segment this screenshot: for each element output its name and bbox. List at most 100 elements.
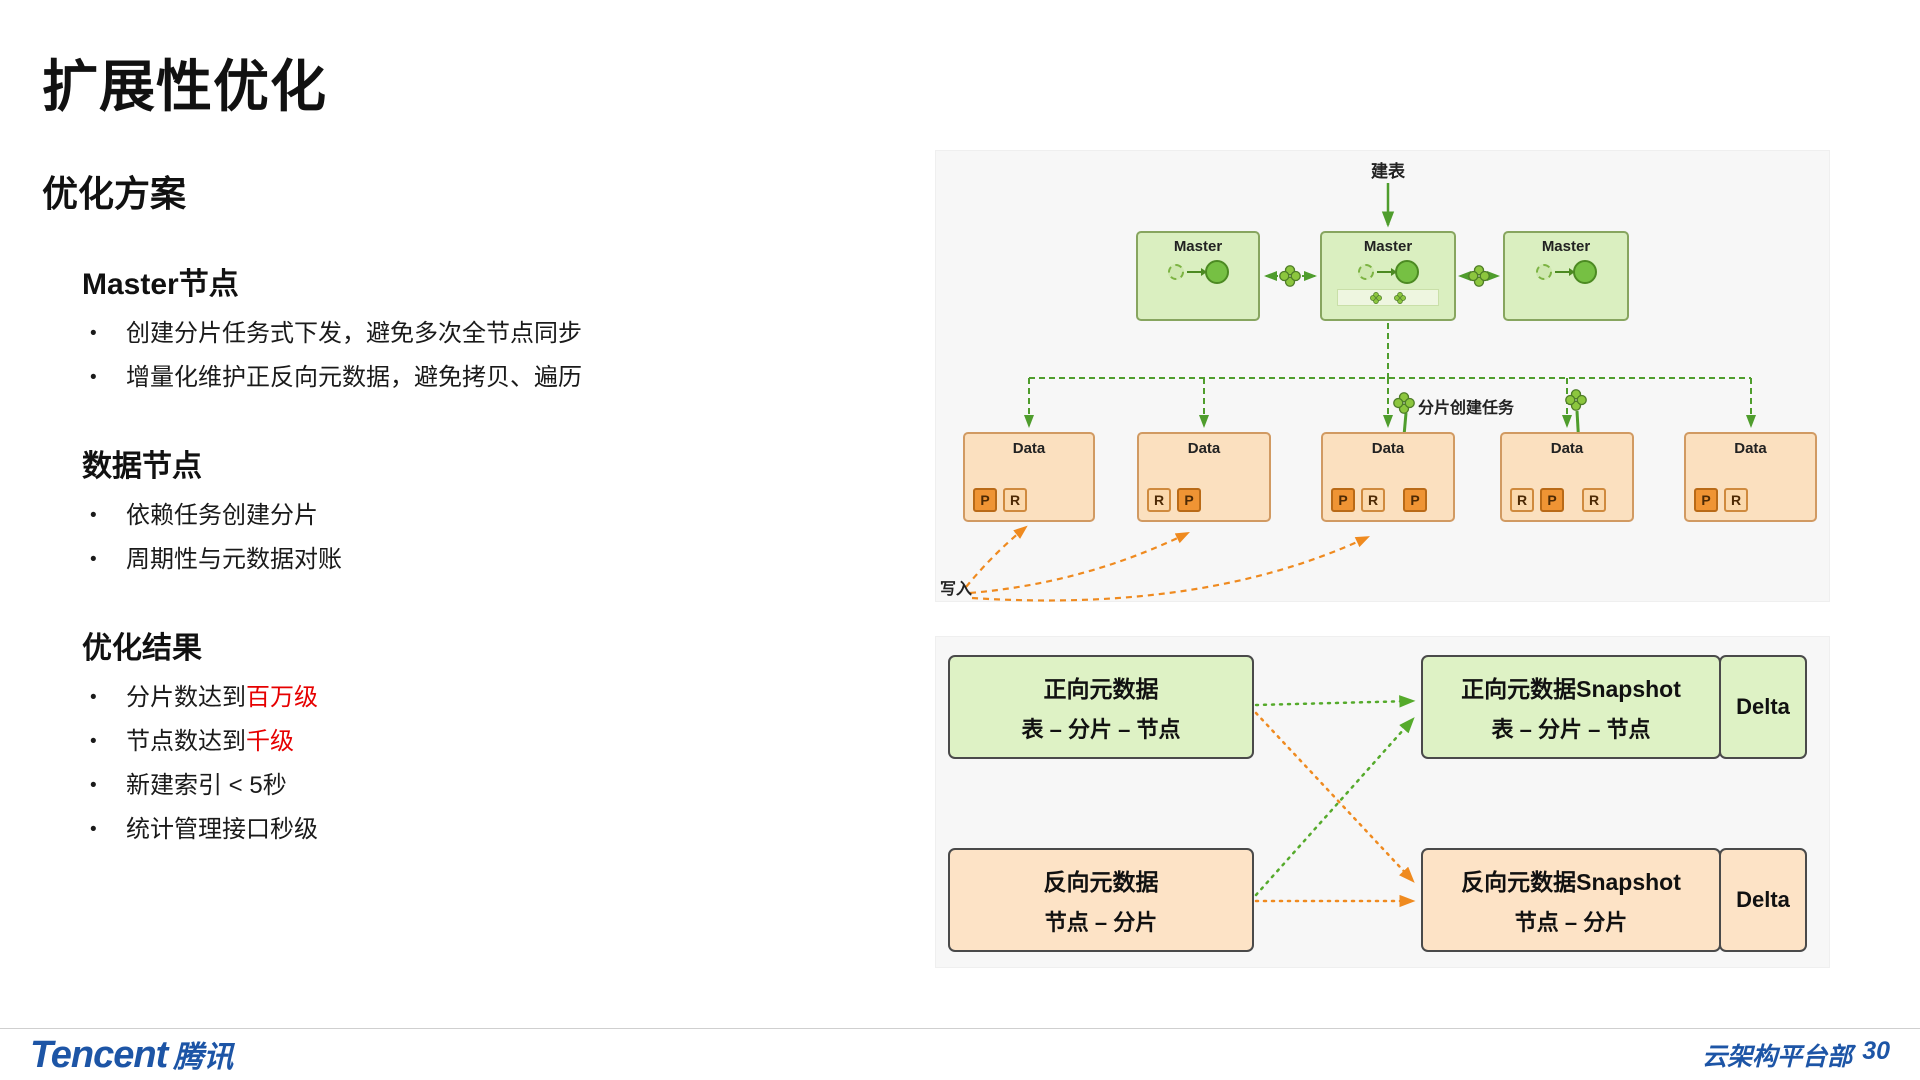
task-clover-icon bbox=[1370, 291, 1382, 304]
cluster-diagram-panel: 建表 分片创建任务 写入 Master Master bbox=[935, 150, 1830, 602]
data-node-5: Data P R bbox=[1684, 432, 1817, 522]
section-title: 优化方案 bbox=[42, 173, 187, 214]
reverse-metadata-box: 反向元数据 节点 – 分片 bbox=[948, 848, 1254, 952]
forward-snapshot-box: 正向元数据Snapshot 表 – 分片 – 节点 bbox=[1421, 655, 1721, 759]
data-label: Data bbox=[1371, 440, 1405, 457]
forward-delta-box: Delta bbox=[1719, 655, 1807, 759]
sync-clover-icon bbox=[1279, 265, 1301, 287]
data-node-2: Data R P bbox=[1137, 432, 1271, 522]
primary-shard: P bbox=[1540, 488, 1564, 512]
replica-shard: R bbox=[1361, 488, 1385, 512]
replica-state-row bbox=[1535, 260, 1597, 284]
data-node-1: Data P R bbox=[963, 432, 1095, 522]
group-heading: 优化结果 bbox=[82, 632, 202, 665]
box-title: 正向元数据 bbox=[1043, 676, 1159, 702]
footer: Tencent 腾讯 云架构平台部 30 bbox=[0, 1028, 1920, 1080]
create-table-label: 建表 bbox=[1371, 162, 1405, 181]
data-label: Data bbox=[1187, 440, 1221, 457]
bullet-text: 创建分片任务式下发，避免多次全节点同步 bbox=[126, 320, 582, 347]
highlight-text: 百万级 bbox=[246, 684, 318, 711]
data-label: Data bbox=[1012, 440, 1046, 457]
shard-row: P R bbox=[1694, 488, 1748, 512]
master-label: Master bbox=[1173, 238, 1223, 255]
bullet-text: 节点数达到千级 bbox=[126, 728, 294, 755]
task-clover-icon bbox=[1393, 392, 1415, 414]
box-title: 反向元数据 bbox=[1043, 869, 1159, 895]
forward-metadata-box: 正向元数据 表 – 分片 – 节点 bbox=[948, 655, 1254, 759]
bullet-marker: • bbox=[90, 687, 97, 708]
data-label: Data bbox=[1550, 440, 1584, 457]
task-clover-icon bbox=[1394, 291, 1406, 304]
sync-arrow-icon bbox=[1186, 268, 1207, 276]
department-page: 云架构平台部 30 bbox=[1702, 1037, 1890, 1073]
replica-shard: R bbox=[1582, 488, 1606, 512]
bullet-text: 周期性与元数据对账 bbox=[126, 546, 342, 573]
leader-circle-icon bbox=[1572, 260, 1597, 284]
primary-shard: P bbox=[1694, 488, 1718, 512]
metadata-diagram-panel: 正向元数据 表 – 分片 – 节点 正向元数据Snapshot 表 – 分片 –… bbox=[935, 636, 1830, 968]
replica-shard: R bbox=[1147, 488, 1171, 512]
bullet-text: 依赖任务创建分片 bbox=[126, 502, 318, 529]
left-column: 扩展性优化 优化方案 Master节点 • 创建分片任务式下发，避免多次全节点同… bbox=[42, 42, 902, 893]
bullet-marker: • bbox=[90, 731, 97, 752]
cluster-arrows-layer bbox=[965, 183, 1756, 602]
replica-state-row bbox=[1167, 260, 1229, 284]
shard-row: P R P bbox=[1331, 488, 1427, 512]
primary-shard: P bbox=[1331, 488, 1355, 512]
bullet-item: • 周期性与元数据对账 bbox=[90, 543, 902, 577]
bullet-text: 新建索引 < 5秒 bbox=[126, 772, 287, 799]
logo-text-cn: 腾讯 bbox=[173, 1041, 234, 1074]
master-label: Master bbox=[1363, 238, 1413, 255]
tencent-logo: Tencent 腾讯 bbox=[30, 1032, 233, 1077]
primary-shard: P bbox=[973, 488, 997, 512]
data-node-3: Data P R P bbox=[1321, 432, 1455, 522]
bullet-marker: • bbox=[90, 819, 97, 840]
group-master-node: Master节点 • 创建分片任务式下发，避免多次全节点同步 • 增量化维护正反… bbox=[82, 259, 902, 395]
bullet-text: 分片数达到百万级 bbox=[126, 684, 318, 711]
department-label: 云架构平台部 bbox=[1702, 1042, 1853, 1071]
master-label: Master bbox=[1541, 238, 1591, 255]
group-heading: 数据节点 bbox=[82, 450, 202, 483]
replica-state-row bbox=[1357, 260, 1419, 284]
group-data-node: 数据节点 • 依赖任务创建分片 • 周期性与元数据对账 bbox=[82, 441, 902, 577]
shard-row: R P bbox=[1147, 488, 1201, 512]
sync-clover-icon bbox=[1468, 265, 1490, 287]
task-clover-icon bbox=[1565, 389, 1587, 411]
bullet-item: • 依赖任务创建分片 bbox=[90, 499, 902, 533]
shard-row: R P R bbox=[1510, 488, 1606, 512]
shard-row: P R bbox=[973, 488, 1027, 512]
bullet-marker: • bbox=[90, 775, 97, 796]
bullet-text: 增量化维护正反向元数据，避免拷贝、遍历 bbox=[126, 364, 582, 391]
primary-shard: P bbox=[1177, 488, 1201, 512]
page-title: 扩展性优化 bbox=[42, 55, 327, 118]
page-number: 30 bbox=[1862, 1036, 1890, 1065]
logo-text-en: Tencent bbox=[30, 1034, 168, 1076]
group-results: 优化结果 • 分片数达到百万级 • 节点数达到千级 • 新建索引 < 5秒 • … bbox=[82, 623, 902, 847]
box-title: 正向元数据Snapshot bbox=[1461, 676, 1681, 702]
leader-circle-icon bbox=[1204, 260, 1229, 284]
master-node-2: Master bbox=[1320, 231, 1456, 321]
replica-shard: R bbox=[1003, 488, 1027, 512]
bullet-marker: • bbox=[90, 505, 97, 526]
sync-arrow-icon bbox=[1376, 268, 1397, 276]
group-heading: Master节点 bbox=[82, 268, 239, 301]
follower-circle-icon bbox=[1357, 264, 1374, 280]
bullet-marker: • bbox=[90, 323, 97, 344]
highlight-text: 千级 bbox=[246, 728, 294, 755]
shard-task-label: 分片创建任务 bbox=[1418, 400, 1515, 417]
bullet-text: 统计管理接口秒级 bbox=[126, 816, 318, 843]
box-subtitle: 节点 – 分片 bbox=[1044, 910, 1158, 935]
bullet-item: • 创建分片任务式下发，避免多次全节点同步 bbox=[90, 317, 902, 351]
replica-shard: R bbox=[1510, 488, 1534, 512]
bullet-item: • 新建索引 < 5秒 bbox=[90, 769, 902, 803]
master-node-3: Master bbox=[1503, 231, 1629, 321]
box-subtitle: 表 – 分片 – 节点 bbox=[1491, 717, 1651, 742]
box-subtitle: 节点 – 分片 bbox=[1514, 910, 1628, 935]
reverse-snapshot-box: 反向元数据Snapshot 节点 – 分片 bbox=[1421, 848, 1721, 952]
metadata-arrows-layer bbox=[1254, 695, 1416, 908]
bullet-marker: • bbox=[90, 367, 97, 388]
bullet-item: • 统计管理接口秒级 bbox=[90, 813, 902, 847]
sync-arrow-icon bbox=[1554, 268, 1575, 276]
bullet-item: • 增量化维护正反向元数据，避免拷贝、遍历 bbox=[90, 361, 902, 395]
follower-circle-icon bbox=[1167, 264, 1184, 280]
